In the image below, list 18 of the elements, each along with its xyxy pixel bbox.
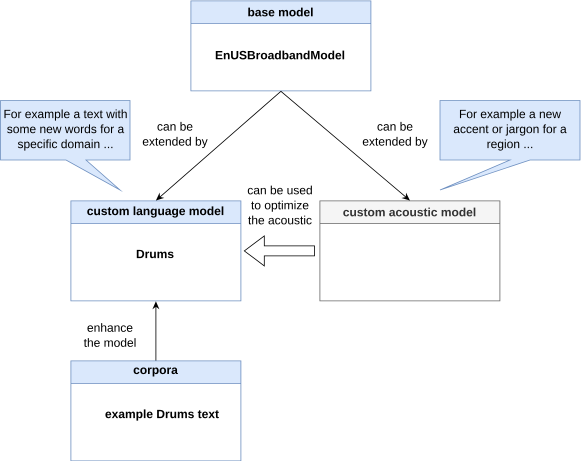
- class-box: [319, 200, 500, 302]
- box-title: corpora: [134, 368, 178, 376]
- class-box: [70, 360, 242, 461]
- edge-label: can be extended by: [139, 120, 211, 150]
- arrow: [280, 90, 410, 200]
- class-box: [190, 0, 372, 92]
- edge-label: can be used to optimize the acoustic: [244, 184, 316, 226]
- box-title: base model: [248, 8, 313, 16]
- edge-label: enhance the model: [79, 322, 141, 348]
- box-title: custom language model: [87, 206, 224, 218]
- class-box: [70, 200, 242, 302]
- box-text: Drums: [136, 250, 174, 258]
- callout: For example a text with some new words for a specific domain ...: [0, 100, 130, 192]
- edge-label: can be extended by: [359, 120, 431, 150]
- box-text: EnUSBroadbandModel: [216, 50, 344, 60]
- box-text: example Drums text: [105, 409, 219, 421]
- box-title: custom acoustic model: [343, 208, 476, 216]
- callout: For example a new accent or jargon for a region ...: [440, 100, 580, 190]
